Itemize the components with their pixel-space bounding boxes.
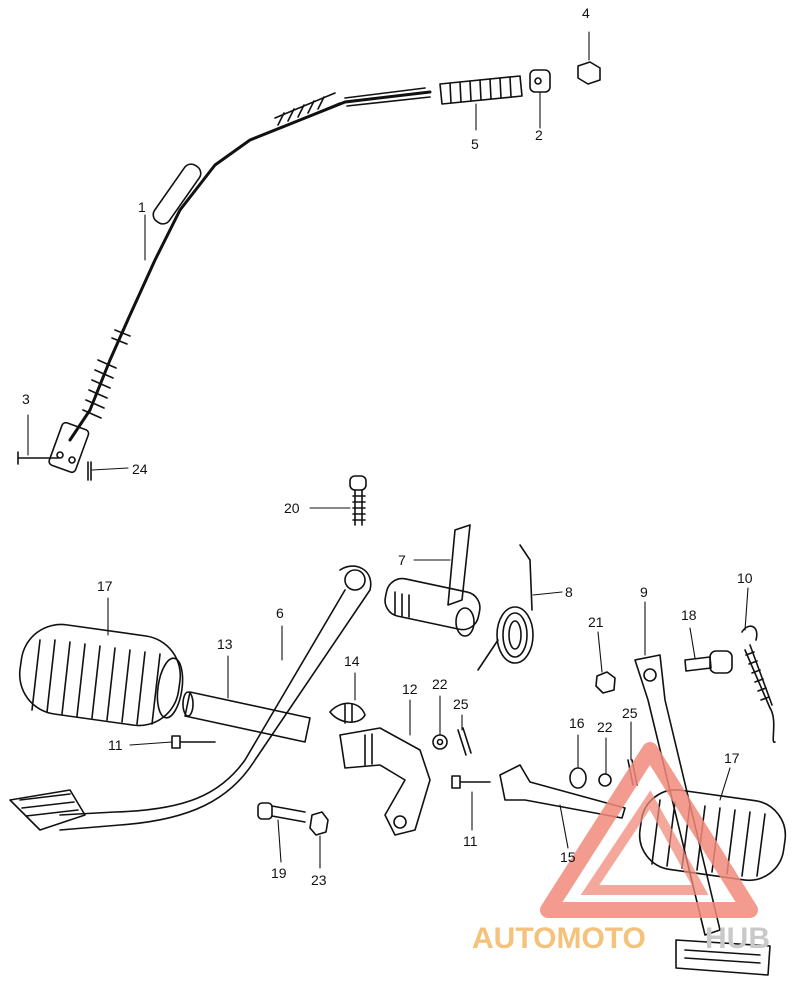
bolt-part-19: [257, 802, 306, 823]
washer-part-22-right: [598, 773, 612, 787]
part-label-18: 18: [681, 607, 697, 623]
part-label-12: 12: [402, 681, 418, 697]
part-label-13: 13: [217, 636, 233, 652]
spring-part-5: [439, 75, 523, 105]
part-label-21: 21: [588, 614, 604, 630]
part-label-5: 5: [471, 136, 479, 152]
spring-part-14: [329, 702, 366, 724]
part-label-19: 19: [271, 865, 287, 881]
part-label-2: 2: [535, 127, 543, 143]
cable-part: [48, 87, 432, 474]
part-label-6: 6: [276, 605, 284, 621]
bolt-part-20: [349, 475, 367, 526]
part-label-20: 20: [284, 500, 300, 516]
adjuster-part-2: [529, 69, 551, 93]
part-label-23: 23: [311, 872, 327, 888]
part-label-1: 1: [138, 199, 146, 215]
part-label-22-left: 22: [432, 676, 448, 692]
washer-part-22: [432, 734, 448, 750]
cotter-part-25: [457, 727, 472, 756]
bracket-part-12: [339, 727, 431, 836]
part-label-24: 24: [132, 461, 148, 477]
part-label-25-left: 25: [453, 696, 469, 712]
watermark-text-part2: HUB: [705, 922, 770, 955]
part-label-8: 8: [565, 584, 573, 600]
part-label-10: 10: [737, 570, 753, 586]
part-label-4: 4: [582, 5, 590, 21]
pin-part-11-left: [171, 735, 216, 749]
pin-part-11-right: [451, 775, 491, 789]
spring-part-16: [569, 767, 587, 789]
part-label-17-right: 17: [724, 750, 740, 766]
watermark-text-part1: AUTOMOTO: [472, 922, 646, 955]
shaft-part-7: [384, 524, 481, 637]
arm-part-15: [499, 764, 626, 819]
nut-part-4: [577, 61, 601, 85]
nut-part-23: [309, 811, 329, 836]
part-label-17-left: 17: [97, 578, 113, 594]
pin-part-3: [17, 451, 59, 465]
stand-part-9: [634, 654, 771, 976]
part-label-16: 16: [569, 715, 585, 731]
part-label-3: 3: [22, 391, 30, 407]
part-label-25-right: 25: [622, 705, 638, 721]
footpeg-bar-part-13: [182, 691, 311, 743]
part-label-22-right: 22: [597, 719, 613, 735]
part-label-14: 14: [344, 653, 360, 669]
part-label-9: 9: [640, 584, 648, 600]
bolt-part-18: [684, 650, 733, 674]
part-label-15: 15: [560, 849, 576, 865]
part-label-11-right: 11: [463, 833, 478, 849]
pedal-part-6: [9, 565, 372, 831]
nut-part-21: [595, 671, 616, 694]
spring-part-8: [477, 544, 534, 671]
spring-part-10: [741, 625, 776, 743]
part-label-7: 7: [398, 552, 406, 568]
cotter-part-24: [87, 461, 92, 481]
part-label-11-left: 11: [108, 737, 123, 753]
footpeg-rubber-left: [18, 623, 184, 727]
watermark: AUTOMOTO HUB: [472, 742, 770, 955]
